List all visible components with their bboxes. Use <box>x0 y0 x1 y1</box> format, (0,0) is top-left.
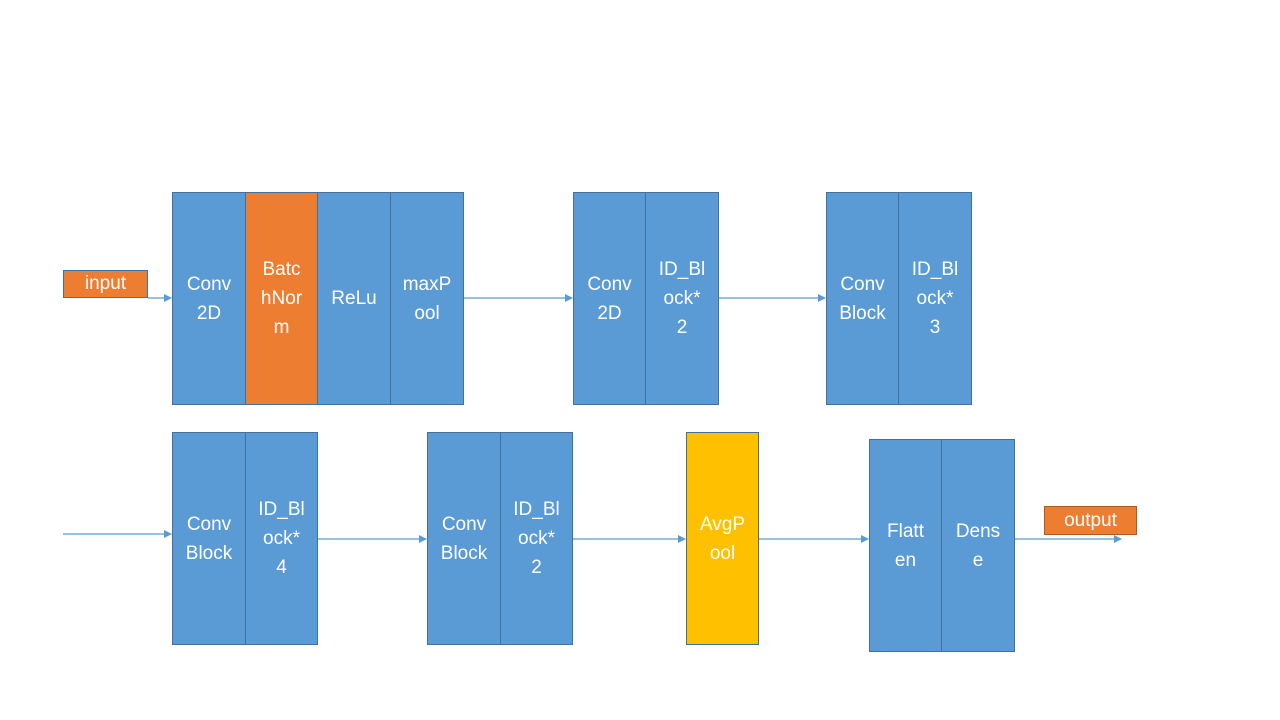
input-label: input <box>63 270 148 298</box>
relu-block: ReLu <box>317 192 391 405</box>
output-label: output <box>1044 506 1137 535</box>
relu-label: ReLu <box>331 288 377 309</box>
